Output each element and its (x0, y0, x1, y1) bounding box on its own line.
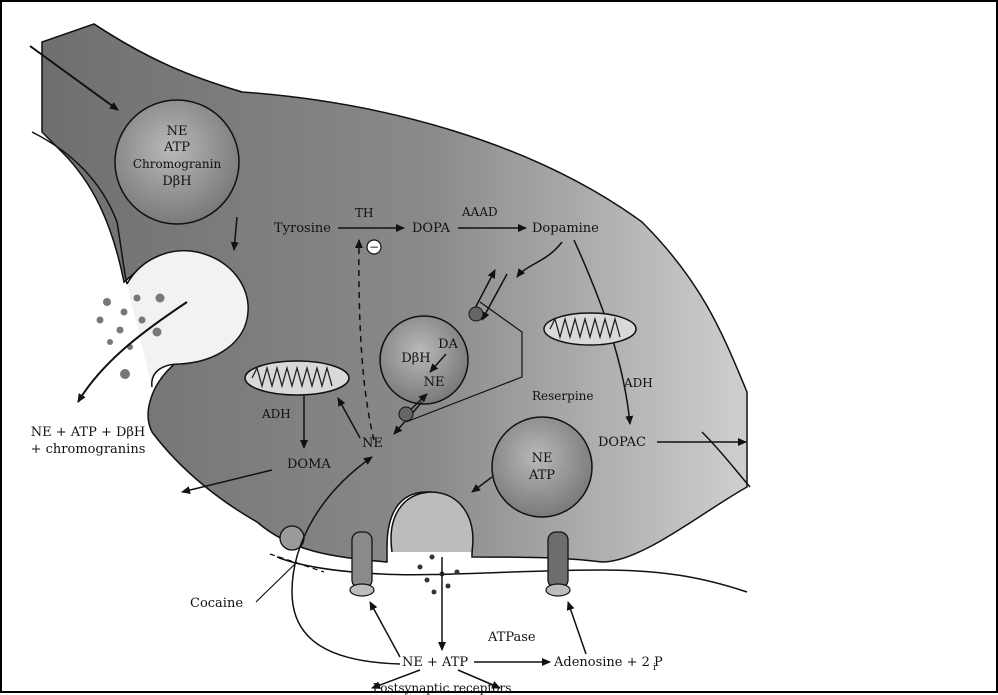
vesicle-top-line2: ATP (163, 140, 190, 155)
dopa-label: DOPA (412, 221, 451, 236)
postsynaptic-membrane (277, 557, 747, 592)
vesicle-lower-line1: NE (532, 451, 553, 466)
mitochondrion-right (544, 313, 636, 345)
vesicle-top-line3: Chromogranin (133, 157, 222, 171)
ne-center-label: NE (362, 436, 383, 451)
vesicle-lower (492, 417, 592, 517)
dopamine-label: Dopamine (532, 221, 599, 236)
cocaine-label: Cocaine (190, 596, 243, 611)
th-enzyme-label: TH (355, 206, 373, 220)
adenosine-subscript: i (653, 663, 656, 673)
mitochondrion-left (245, 361, 349, 395)
adenosine-to-receptor-arrow (568, 602, 586, 654)
cocaine-pointer (256, 562, 297, 602)
released-label-2: + chromogranins (31, 442, 146, 457)
ne-to-autoreceptor-arrow (370, 602, 400, 657)
doma-label: DOMA (287, 457, 331, 472)
ne-atp-label: NE + ATP (402, 655, 468, 670)
tyrosine-label: Tyrosine (274, 221, 331, 236)
dopac-label: DOPAC (598, 435, 646, 450)
adh-right-label: ADH (623, 376, 653, 390)
vmat-transporter (469, 307, 483, 321)
storage-dbh-label: DβH (401, 351, 430, 366)
vesicle-transporter-lower (399, 407, 413, 421)
adenosine-label: Adenosine + 2 P (553, 655, 663, 670)
reserpine-label: Reserpine (532, 389, 593, 403)
inhibition-symbol-text: − (369, 240, 379, 254)
atpase-label: ATPase (487, 630, 536, 645)
vesicle-top-line4: DβH (162, 174, 191, 189)
vesicle-lower-line2: ATP (528, 468, 555, 483)
adh-left-label: ADH (261, 407, 291, 421)
aaad-enzyme-label: AAAD (461, 205, 498, 219)
adenosine-receptor (546, 532, 570, 596)
autoreceptor-left (350, 532, 374, 596)
storage-ne-label: NE (424, 375, 445, 390)
released-label-1: NE + ATP + DβH (31, 425, 146, 440)
storage-da-label: DA (438, 337, 458, 352)
vesicle-top-line1: NE (167, 124, 188, 139)
